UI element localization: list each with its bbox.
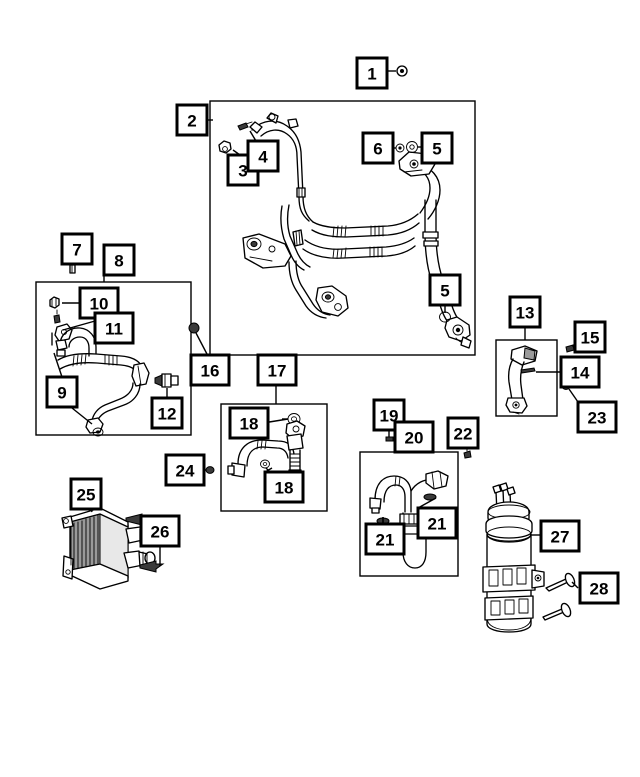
- callout-21-right[interactable]: 21: [416, 506, 458, 540]
- callout-4-label: 4: [258, 148, 268, 167]
- nut-10: [49, 296, 60, 309]
- mount-bracket-lower: [315, 285, 349, 317]
- callout-15-label: 15: [581, 329, 600, 348]
- mount-bracket-left: [242, 233, 292, 269]
- tube-head-20: [425, 470, 449, 490]
- lower-hose-panel: [220, 403, 328, 512]
- callout-20-label: 20: [405, 429, 424, 448]
- callout-1[interactable]: 1: [355, 56, 389, 90]
- part-28-screws: [542, 572, 579, 621]
- callout-21b-label: 21: [428, 515, 447, 534]
- callout-14[interactable]: 14: [559, 355, 601, 389]
- callout-1-label: 1: [367, 65, 376, 84]
- callout-27-label: 27: [551, 528, 570, 547]
- callout-25[interactable]: 25: [69, 477, 103, 511]
- callout-8-label: 8: [114, 252, 123, 271]
- callout-18-upper[interactable]: 18: [228, 406, 270, 440]
- callout-14-label: 14: [571, 364, 590, 383]
- callout-22[interactable]: 22: [446, 416, 480, 450]
- tube-panel: [495, 339, 558, 417]
- callout-5b-label: 5: [440, 282, 449, 301]
- callout-27[interactable]: 27: [539, 519, 581, 553]
- callout-12-label: 12: [158, 405, 177, 424]
- callout-4[interactable]: 4: [246, 139, 280, 173]
- tube-13-end-fitting: [505, 397, 528, 415]
- hose-connector-block: [131, 362, 150, 387]
- hose-rib-group-3: [72, 353, 118, 367]
- callout-7[interactable]: 7: [60, 232, 94, 266]
- clip-4: [237, 121, 253, 131]
- callout-28-label: 28: [590, 580, 609, 599]
- callout-23-label: 23: [588, 409, 607, 428]
- callout-18b-label: 18: [275, 479, 294, 498]
- left-end-fitting-17: [227, 462, 246, 478]
- hose-rib-group-2: [332, 246, 383, 259]
- clip-11: [53, 309, 61, 324]
- callout-12[interactable]: 12: [150, 396, 184, 430]
- secondary-hose-drawing: [49, 296, 150, 437]
- part-12-connector: [154, 373, 179, 398]
- hose-rib-group-1: [332, 225, 384, 238]
- part-1-oring: [387, 65, 408, 77]
- callout-5a-label: 5: [432, 140, 441, 159]
- callout-17-label: 17: [268, 362, 287, 381]
- callout-21-left[interactable]: 21: [364, 522, 406, 556]
- callout-26-label: 26: [151, 523, 170, 542]
- callout-23[interactable]: 23: [576, 400, 618, 434]
- main-hose-assembly-panel: [209, 100, 476, 356]
- callout-16[interactable]: 16: [189, 353, 231, 387]
- callout-10-label: 10: [90, 295, 109, 314]
- callout-25-label: 25: [77, 486, 96, 505]
- callout-9-label: 9: [57, 384, 66, 403]
- part-27-canister: [482, 482, 545, 633]
- coolant-tube-drawing: [369, 470, 449, 569]
- callout-26[interactable]: 26: [139, 514, 181, 548]
- callout-18-lower[interactable]: 18: [263, 470, 305, 504]
- callout-5-upper[interactable]: 5: [420, 131, 454, 165]
- callout-24-label: 24: [176, 462, 195, 481]
- callout-11-label: 11: [105, 320, 123, 339]
- callout-5-lower[interactable]: 5: [428, 273, 462, 313]
- tube-13-drawing: [505, 345, 538, 415]
- callout-13-label: 13: [516, 304, 535, 323]
- callout-16-label: 16: [201, 362, 220, 381]
- lower-hose-drawing: [227, 413, 306, 481]
- callout-17[interactable]: 17: [256, 353, 298, 387]
- callout-22-label: 22: [454, 425, 473, 444]
- callout-boxes: 1 2 3 4 5 6 5 7: [45, 56, 620, 605]
- callout-8[interactable]: 8: [102, 243, 136, 277]
- callout-15[interactable]: 15: [573, 320, 607, 354]
- callout-13[interactable]: 13: [508, 295, 542, 329]
- callout-21a-label: 21: [376, 531, 395, 550]
- callout-3-label: 3: [238, 162, 247, 181]
- hose-rib-group-4: [256, 440, 267, 450]
- callout-6-label: 6: [373, 140, 382, 159]
- callout-28[interactable]: 28: [578, 571, 620, 605]
- callout-2-label: 2: [187, 112, 196, 131]
- callout-6[interactable]: 6: [361, 131, 395, 165]
- callout-11[interactable]: 11: [93, 311, 135, 345]
- callout-2[interactable]: 2: [175, 103, 209, 137]
- fitting-nut-3: [218, 140, 232, 154]
- callout-18a-label: 18: [240, 415, 259, 434]
- part-16-plug: [188, 322, 209, 357]
- callout-20[interactable]: 20: [393, 420, 435, 454]
- callout-9[interactable]: 9: [45, 375, 79, 409]
- lower-connector-fitting: [444, 316, 472, 349]
- callout-24[interactable]: 24: [164, 453, 206, 487]
- callout-7-label: 7: [72, 241, 81, 260]
